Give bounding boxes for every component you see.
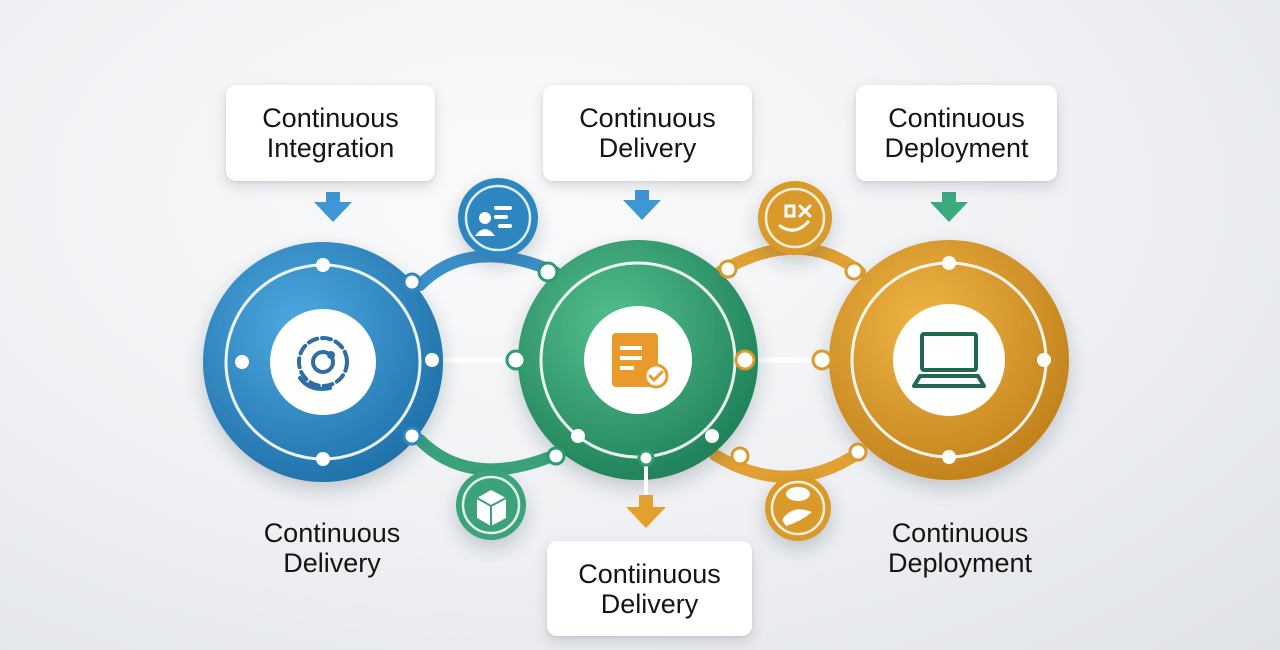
chat-bubble-icon <box>782 487 812 526</box>
label-top-right-line2: Deployment <box>884 133 1029 163</box>
label-bottom-right-line2: Deployment <box>887 548 1033 578</box>
label-bottom-center-line2: Delivery <box>600 588 699 619</box>
arrow-down-green <box>930 192 968 222</box>
label-top-center-line1: Continuous <box>579 103 716 133</box>
label-top-center-line2: Delivery <box>598 133 697 163</box>
satellite-tools <box>758 181 832 255</box>
label-bottom-center-line1: Contiinuous <box>578 558 721 589</box>
stage-integration-core <box>270 309 376 415</box>
arc-blue-green-top <box>414 250 561 291</box>
label-top-continuous-deployment: Continuous Deployment <box>856 85 1057 181</box>
label-top-continuous-delivery: Continuous Delivery <box>543 85 752 181</box>
tools-icon <box>778 204 812 232</box>
label-bottom-left: Continuous Delivery <box>232 518 432 578</box>
gear-cycle-icon <box>297 336 349 391</box>
label-top-right-line1: Continuous <box>888 103 1025 133</box>
label-bottom-left-line1: Continuous <box>263 518 401 548</box>
label-bottom-right: Continuous Deployment <box>860 518 1060 578</box>
arrow-down-orange <box>626 449 666 528</box>
stage-deployment-core <box>893 304 1005 416</box>
label-top-continuous-integration: Continuous Integration <box>226 85 435 181</box>
label-bottom-center: Contiinuous Delivery <box>547 541 752 636</box>
label-bottom-right-line1: Continuous <box>891 518 1029 548</box>
arc-blue-green-bottom <box>414 434 561 476</box>
arrow-down-blue <box>314 192 352 222</box>
laptop-icon <box>912 332 986 388</box>
ring-nodes <box>235 256 1051 466</box>
package-box-icon <box>476 490 507 526</box>
label-top-left-line1: Continuous <box>262 103 399 133</box>
arrow-down-blue-2 <box>623 190 661 220</box>
document-check-icon <box>612 333 669 389</box>
label-top-left-line2: Integration <box>266 133 395 163</box>
label-bottom-left-line2: Delivery <box>283 548 381 578</box>
user-list-icon <box>475 206 512 236</box>
satellite-chat <box>765 475 831 541</box>
